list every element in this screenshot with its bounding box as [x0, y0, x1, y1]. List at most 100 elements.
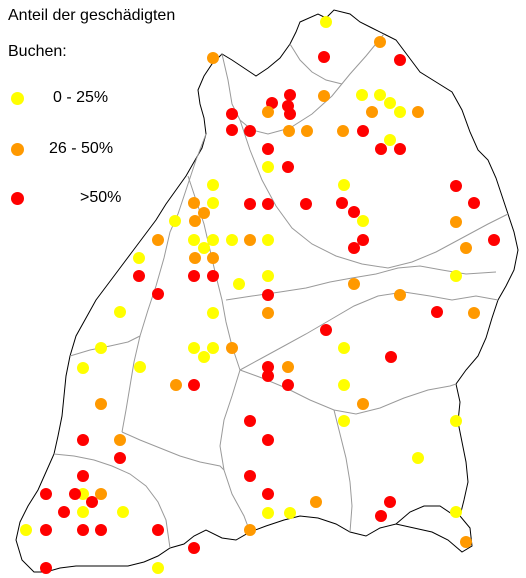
survey-site-marker — [262, 434, 274, 446]
survey-site-marker — [77, 524, 89, 536]
legend-dot-yellow — [11, 92, 24, 105]
survey-site-marker — [338, 415, 350, 427]
survey-site-marker — [301, 125, 313, 137]
survey-site-marker — [152, 562, 164, 574]
survey-site-marker — [338, 379, 350, 391]
survey-site-marker — [374, 89, 386, 101]
survey-site-marker — [384, 496, 396, 508]
survey-site-marker — [189, 215, 201, 227]
survey-site-marker — [488, 234, 500, 246]
legend-item-medium: 26 - 50% — [0, 138, 160, 162]
survey-site-marker — [244, 524, 256, 536]
survey-site-marker — [394, 54, 406, 66]
survey-site-marker — [244, 198, 256, 210]
survey-site-marker — [207, 307, 219, 319]
survey-site-marker — [244, 234, 256, 246]
survey-site-marker — [207, 252, 219, 264]
lake — [395, 505, 461, 525]
survey-site-marker — [244, 415, 256, 427]
survey-site-marker — [95, 342, 107, 354]
survey-site-marker — [95, 398, 107, 410]
survey-site-marker — [95, 524, 107, 536]
survey-site-marker — [134, 361, 146, 373]
survey-site-marker — [152, 234, 164, 246]
survey-site-marker — [188, 342, 200, 354]
survey-site-marker — [114, 434, 126, 446]
survey-site-marker — [357, 398, 369, 410]
survey-site-marker — [374, 36, 386, 48]
survey-site-marker — [262, 361, 274, 373]
survey-site-marker — [69, 488, 81, 500]
survey-site-marker — [77, 470, 89, 482]
survey-site-marker — [375, 510, 387, 522]
legend-item-low: 0 - 25% — [0, 87, 160, 111]
survey-site-marker — [207, 179, 219, 191]
survey-site-marker — [226, 108, 238, 120]
survey-site-marker — [188, 197, 200, 209]
survey-site-marker — [284, 507, 296, 519]
survey-site-marker — [262, 143, 274, 155]
survey-site-marker — [394, 289, 406, 301]
survey-site-marker — [282, 379, 294, 391]
survey-site-marker — [394, 106, 406, 118]
survey-site-marker — [20, 524, 32, 536]
survey-site-marker — [320, 16, 332, 28]
survey-site-marker — [320, 324, 332, 336]
survey-site-marker — [226, 342, 238, 354]
survey-site-marker — [114, 452, 126, 464]
survey-site-marker — [207, 270, 219, 282]
survey-site-marker — [431, 306, 443, 318]
legend-label-low: 0 - 25% — [53, 89, 109, 106]
survey-site-marker — [357, 125, 369, 137]
survey-site-marker — [198, 351, 210, 363]
survey-site-marker — [262, 161, 274, 173]
survey-site-marker — [282, 161, 294, 173]
survey-site-marker — [207, 234, 219, 246]
survey-site-marker — [226, 124, 238, 136]
survey-site-marker — [40, 562, 52, 574]
survey-site-marker — [468, 307, 480, 319]
survey-site-marker — [385, 351, 397, 363]
survey-site-marker — [152, 288, 164, 300]
survey-site-marker — [40, 488, 52, 500]
region-boundaries — [53, 33, 509, 549]
survey-site-marker — [262, 507, 274, 519]
survey-site-marker — [188, 234, 200, 246]
survey-site-marker — [348, 206, 360, 218]
survey-site-marker — [318, 90, 330, 102]
survey-site-marker — [262, 289, 274, 301]
survey-site-marker — [460, 242, 472, 254]
survey-site-marker — [86, 496, 98, 508]
survey-site-marker — [366, 106, 378, 118]
survey-site-marker — [412, 106, 424, 118]
survey-site-marker — [384, 134, 396, 146]
survey-site-marker — [357, 215, 369, 227]
survey-site-marker — [198, 207, 210, 219]
survey-site-marker — [283, 125, 295, 137]
survey-site-marker — [188, 542, 200, 554]
survey-site-marker — [284, 108, 296, 120]
survey-site-marker — [282, 361, 294, 373]
survey-site-marker — [207, 52, 219, 64]
survey-site-marker — [348, 242, 360, 254]
survey-site-marker — [450, 180, 462, 192]
survey-site-marker — [58, 506, 70, 518]
survey-site-marker — [450, 270, 462, 282]
survey-site-marker — [460, 536, 472, 548]
survey-sites — [20, 16, 500, 574]
survey-site-marker — [114, 306, 126, 318]
survey-site-marker — [450, 506, 462, 518]
survey-site-marker — [310, 496, 322, 508]
survey-site-marker — [262, 488, 274, 500]
legend-dot-red — [11, 192, 24, 205]
survey-site-marker — [262, 307, 274, 319]
survey-site-marker — [357, 234, 369, 246]
survey-site-marker — [284, 89, 296, 101]
survey-site-marker — [394, 143, 406, 155]
legend-label-medium: 26 - 50% — [49, 140, 114, 157]
survey-site-marker — [262, 270, 274, 282]
legend-dot-orange — [11, 143, 24, 156]
survey-site-marker — [77, 506, 89, 518]
survey-site-marker — [188, 270, 200, 282]
survey-site-marker — [337, 125, 349, 137]
